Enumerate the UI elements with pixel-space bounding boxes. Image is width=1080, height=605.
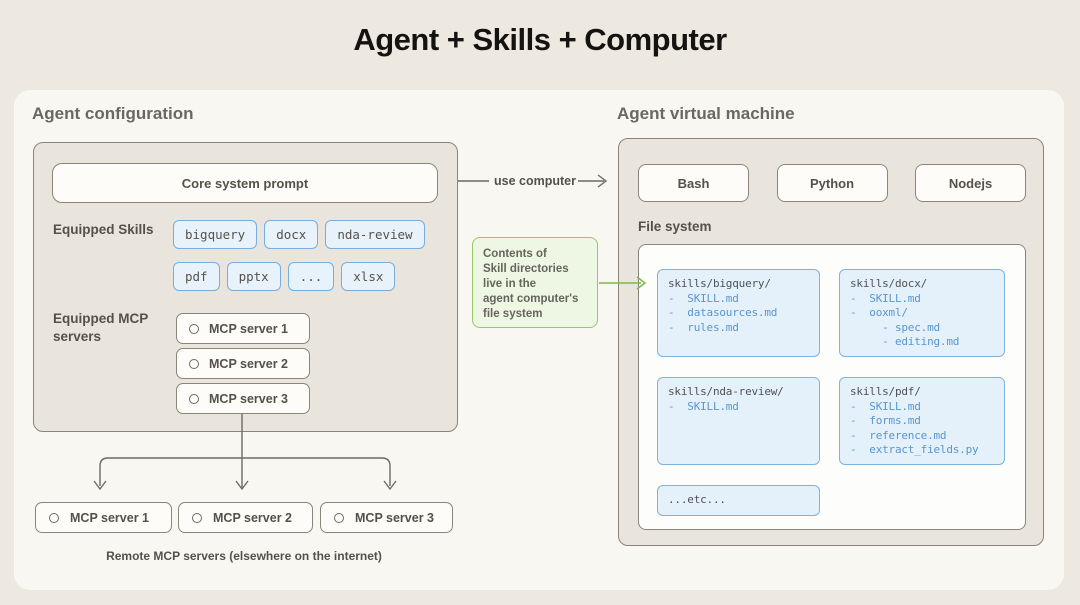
skill-chip-xlsx: xlsx: [341, 262, 396, 291]
agent-vm-heading: Agent virtual machine: [617, 104, 795, 123]
skill-directories-note: Contents of Skill directories live in th…: [472, 237, 598, 328]
agent-config-heading: Agent configuration: [32, 104, 194, 123]
dir-file: - rules.md: [668, 320, 739, 334]
mcp-server-label: MCP server 3: [209, 391, 288, 406]
skill-chip-docx: docx: [264, 220, 319, 249]
dir-path: skills/docx/: [850, 277, 928, 290]
dir-file: - datasources.md: [668, 306, 778, 320]
mcp-server-label: MCP server 1: [209, 321, 288, 336]
circle-icon: [189, 323, 199, 334]
dir-file: - reference.md: [850, 428, 947, 442]
circle-icon: [189, 393, 199, 404]
dir-file: - SKILL.md: [668, 399, 739, 413]
file-system-label: File system: [638, 219, 712, 234]
skill-chip-nda-review: nda-review: [325, 220, 425, 249]
mcp-server-label: MCP server 2: [209, 356, 288, 371]
file-system-container: skills/bigquery/ - SKILL.md - datasource…: [638, 244, 1026, 530]
equipped-mcp-label: Equipped MCP servers: [53, 311, 149, 344]
equipped-skills-label: Equipped Skills: [53, 222, 154, 237]
mcp-server-box-3: MCP server 3: [176, 383, 310, 414]
dir-file: - spec.md: [850, 320, 940, 334]
skills-chip-row: bigquery docx nda-review: [173, 220, 425, 249]
circle-icon: [49, 512, 59, 523]
skill-chip-ellipsis: ...: [287, 262, 335, 291]
dir-card-bigquery: skills/bigquery/ - SKILL.md - datasource…: [657, 269, 820, 357]
remote-mcp-server-box-3: MCP server 3: [320, 502, 453, 533]
core-system-prompt-box: Core system prompt: [52, 163, 438, 203]
dir-file: - SKILL.md: [850, 399, 921, 413]
dir-file: - SKILL.md: [850, 291, 921, 305]
skill-chip-pptx: pptx: [226, 262, 281, 291]
skill-chip-pdf: pdf: [173, 262, 220, 291]
skills-chip-group: bigquery docx nda-review pdf pptx ... xl…: [173, 220, 425, 304]
dir-path: skills/nda-review/: [668, 385, 784, 398]
mcp-server-box-1: MCP server 1: [176, 313, 310, 344]
dir-file: - SKILL.md: [668, 291, 739, 305]
runtime-box-bash: Bash: [638, 164, 749, 202]
dir-card-docx: skills/docx/ - SKILL.md - ooxml/ - spec.…: [839, 269, 1005, 357]
remote-mcp-label: MCP server 3: [355, 510, 434, 525]
circle-icon: [189, 358, 199, 369]
dir-file: - forms.md: [850, 414, 921, 428]
dir-path: skills/bigquery/: [668, 277, 771, 290]
remote-mcp-server-box-2: MCP server 2: [178, 502, 313, 533]
remote-mcp-caption: Remote MCP servers (elsewhere on the int…: [106, 549, 382, 563]
circle-icon: [192, 512, 202, 523]
circle-icon: [334, 512, 344, 523]
agent-config-box: Core system prompt Equipped Skills bigqu…: [33, 142, 458, 432]
dir-card-etc: ...etc...: [657, 485, 820, 516]
skills-chip-row: pdf pptx ... xlsx: [173, 262, 425, 291]
runtime-box-python: Python: [776, 164, 888, 202]
use-computer-label: use computer: [494, 174, 576, 188]
dir-path: ...etc...: [668, 493, 726, 507]
equipped-mcp-list: MCP server 1 MCP server 2 MCP server 3: [176, 313, 310, 414]
remote-mcp-server-box-1: MCP server 1: [35, 502, 172, 533]
remote-mcp-label: MCP server 1: [70, 510, 149, 525]
skill-chip-bigquery: bigquery: [173, 220, 258, 249]
dir-file: - ooxml/: [850, 306, 908, 320]
dir-file: - editing.md: [850, 335, 960, 349]
agent-vm-box: Bash Python Nodejs File system skills/bi…: [618, 138, 1044, 546]
remote-mcp-label: MCP server 2: [213, 510, 292, 525]
dir-file: - extract_fields.py: [850, 443, 979, 457]
mcp-server-box-2: MCP server 2: [176, 348, 310, 379]
dir-card-nda-review: skills/nda-review/ - SKILL.md: [657, 377, 820, 465]
runtime-row: Bash Python Nodejs: [638, 164, 1026, 202]
dir-path: skills/pdf/: [850, 385, 921, 398]
page-title: Agent + Skills + Computer: [353, 22, 727, 57]
dir-card-pdf: skills/pdf/ - SKILL.md - forms.md - refe…: [839, 377, 1005, 465]
runtime-box-nodejs: Nodejs: [915, 164, 1026, 202]
